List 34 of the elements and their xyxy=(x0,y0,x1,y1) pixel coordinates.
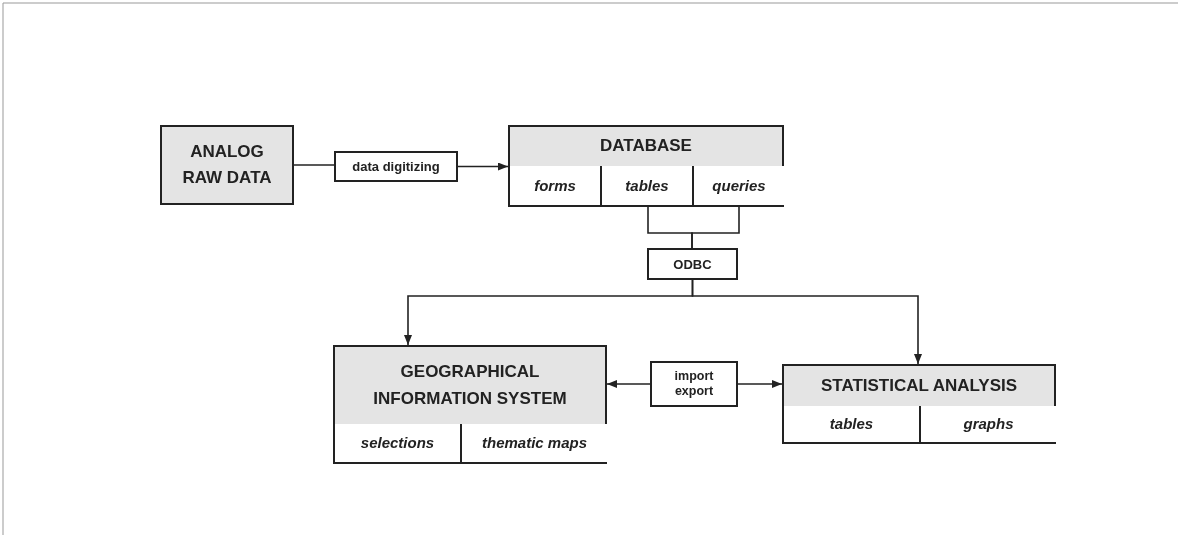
arrow xyxy=(737,380,783,388)
cell-label: graphs xyxy=(963,414,1014,435)
cell-label: queries xyxy=(712,175,766,196)
process-box xyxy=(160,125,294,205)
table-cell xyxy=(510,166,602,207)
table-cell xyxy=(784,406,921,444)
edge-label-box xyxy=(647,248,738,280)
box-label: ANALOG RAW DATA xyxy=(181,140,273,189)
process-box xyxy=(782,364,1056,444)
connector-line xyxy=(293,164,335,166)
arrow xyxy=(457,162,509,171)
box-label: ODBC xyxy=(673,256,712,272)
edge-label-box xyxy=(334,151,458,182)
arrow xyxy=(606,380,651,388)
connector-line xyxy=(691,206,740,249)
table-cell xyxy=(602,166,694,207)
process-box xyxy=(508,125,784,207)
box-label: GEOGRAPHICAL INFORMATION SYSTEM xyxy=(372,361,568,410)
table-cell xyxy=(462,424,607,464)
cell-label: selections xyxy=(360,433,435,454)
process-box xyxy=(333,345,607,464)
arrow xyxy=(691,279,922,365)
box-label: import export xyxy=(673,369,715,399)
cell-label: forms xyxy=(534,175,576,196)
cell-label: tables xyxy=(829,414,874,435)
box-label: data digitizing xyxy=(352,159,440,174)
table-cell xyxy=(335,424,462,464)
table-cell xyxy=(694,166,784,207)
cell-label: tables xyxy=(625,175,669,196)
edge-label-box xyxy=(650,361,738,407)
box-label: STATISTICAL ANALYSIS xyxy=(820,374,1018,397)
table-cell xyxy=(921,406,1056,444)
box-label: DATABASE xyxy=(600,135,692,158)
cell-label: thematic maps xyxy=(481,433,587,454)
